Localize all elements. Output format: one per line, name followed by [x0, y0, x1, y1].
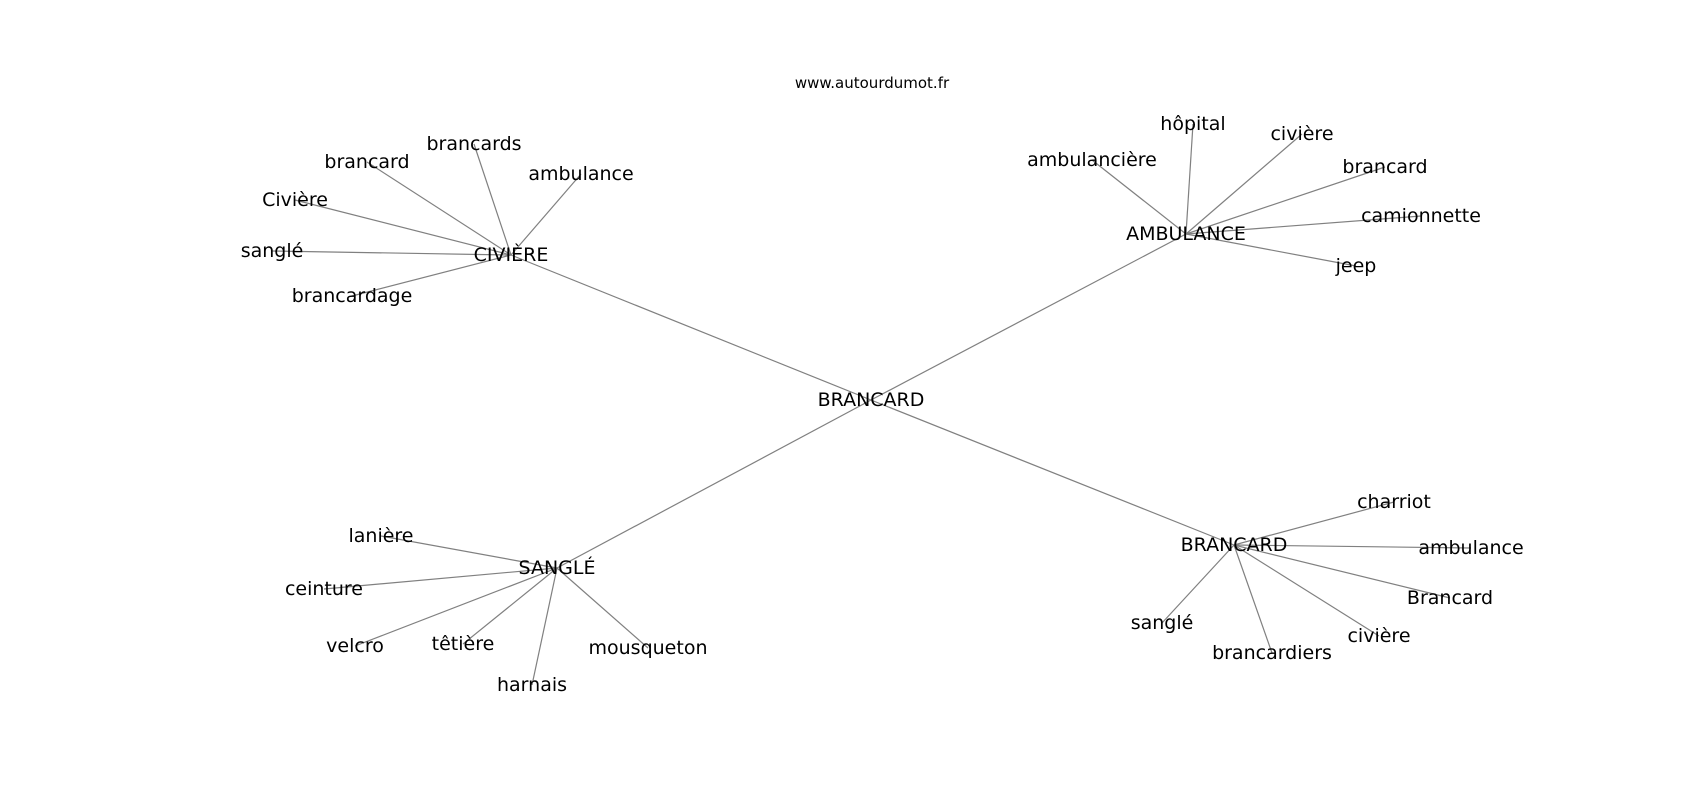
word-node-sangle-velcro[interactable]: velcro: [326, 635, 384, 657]
word-node-sangle-laniere[interactable]: lanière: [348, 525, 413, 547]
cluster-node-brancard[interactable]: BRANCARD: [1181, 534, 1288, 556]
edge-root-sangle: [556, 399, 872, 569]
center-node-label[interactable]: BRANCARD: [818, 389, 925, 411]
edge-civiere-civiere-brancardage: [351, 254, 512, 297]
edge-ambulance-ambulance-ambulanciere: [1091, 159, 1187, 235]
edges-layer: [271, 123, 1472, 686]
word-node-civiere-brancard[interactable]: brancard: [324, 151, 409, 173]
edge-root-brancard: [870, 399, 1235, 546]
word-node-brancard-charriot[interactable]: charriot: [1357, 491, 1431, 513]
word-node-civiere-brancards[interactable]: brancards: [426, 133, 521, 155]
edge-sangle-sangle-mousqueton: [556, 567, 649, 649]
edge-ambulance-ambulance-jeep: [1185, 233, 1357, 267]
word-node-sangle-ceinture[interactable]: ceinture: [285, 578, 363, 600]
edge-sangle-sangle-velcro: [354, 567, 558, 647]
word-node-civiere-sangle[interactable]: sanglé: [241, 240, 304, 262]
edge-sangle-sangle-tetiere: [462, 567, 558, 645]
edge-brancard-brancard-brancard: [1233, 544, 1451, 599]
word-node-brancard-brancardiers[interactable]: brancardiers: [1212, 642, 1332, 664]
edge-civiere-civiere-sangle: [271, 250, 512, 256]
edge-brancard-brancard-ambulance: [1233, 544, 1472, 549]
word-node-ambulance-hopital[interactable]: hôpital: [1160, 113, 1225, 135]
word-node-civiere-ambulance[interactable]: ambulance: [528, 163, 633, 185]
edge-civiere-civiere-ambulance: [510, 173, 582, 256]
edge-brancard-brancard-charriot: [1233, 501, 1395, 546]
word-node-brancard-brancard[interactable]: Brancard: [1407, 587, 1493, 609]
edge-civiere-civiere-civiere: [294, 199, 512, 256]
edge-root-civiere: [510, 254, 872, 401]
edge-sangle-sangle-ceinture: [323, 567, 558, 590]
edge-ambulance-ambulance-camionnette: [1185, 215, 1422, 235]
edge-ambulance-ambulance-brancard: [1185, 166, 1386, 235]
edge-civiere-civiere-brancard: [366, 161, 512, 256]
word-node-ambulance-camionnette[interactable]: camionnette: [1361, 205, 1481, 227]
edge-root-ambulance: [870, 233, 1187, 401]
word-node-sangle-mousqueton[interactable]: mousqueton: [589, 637, 708, 659]
word-node-brancard-sangle[interactable]: sanglé: [1131, 612, 1194, 634]
cluster-node-ambulance[interactable]: AMBULANCE: [1126, 223, 1246, 245]
word-node-brancard-civiere[interactable]: civière: [1347, 625, 1410, 647]
labels-layer: BRANCARD CIVIÈRE brancards brancard ambulanc…: [241, 113, 1524, 696]
cluster-node-civiere[interactable]: CIVIÈRE: [474, 243, 549, 266]
word-node-ambulance-brancard[interactable]: brancard: [1342, 156, 1427, 178]
edge-sangle-sangle-harnais: [531, 567, 558, 686]
word-node-ambulance-civiere[interactable]: civière: [1270, 123, 1333, 145]
edge-sangle-sangle-laniere: [380, 535, 558, 569]
word-node-civiere-civiere[interactable]: Civière: [262, 189, 328, 211]
edge-civiere-civiere-brancards: [473, 143, 512, 256]
edge-brancard-brancard-sangle: [1161, 544, 1235, 624]
word-node-sangle-tetiere[interactable]: têtière: [432, 633, 495, 655]
edge-brancard-brancard-civiere: [1233, 544, 1380, 637]
edge-brancard-brancard-brancardiers: [1233, 544, 1273, 654]
cluster-node-sangle[interactable]: SANGLÉ: [519, 556, 596, 579]
word-node-ambulance-jeep[interactable]: jeep: [1335, 255, 1377, 277]
word-node-civiere-brancardage[interactable]: brancardage: [292, 285, 413, 307]
edge-ambulance-ambulance-civiere: [1185, 133, 1303, 235]
word-node-ambulance-ambulanciere[interactable]: ambulancière: [1027, 149, 1157, 171]
word-node-sangle-harnais[interactable]: harnais: [497, 674, 567, 696]
site-url: www.autourdumot.fr: [795, 74, 950, 92]
edge-ambulance-ambulance-hopital: [1185, 123, 1194, 235]
word-node-brancard-ambulance[interactable]: ambulance: [1418, 537, 1523, 559]
